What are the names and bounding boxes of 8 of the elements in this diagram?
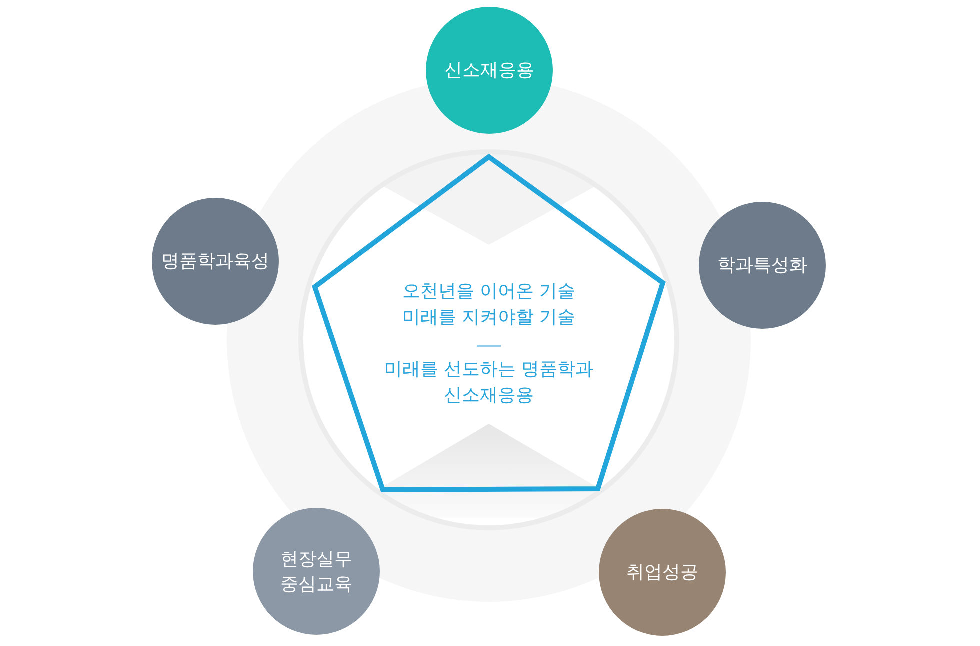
topic-label: 학과특성화	[718, 254, 808, 278]
pentagon-frame	[310, 152, 668, 495]
topic-label: 현장실무 중심교육	[280, 548, 354, 596]
slogan-text: 오천년을 이어온 기술 미래를 지켜야할 기술	[401, 280, 577, 330]
topic-label: 취업성공	[626, 561, 698, 585]
topic-label: 명품학과육성	[162, 250, 270, 274]
heading-text: 미래를 선도하는 명품학과 신소재응용	[383, 358, 595, 408]
topic-label: 신소재응용	[444, 59, 534, 83]
